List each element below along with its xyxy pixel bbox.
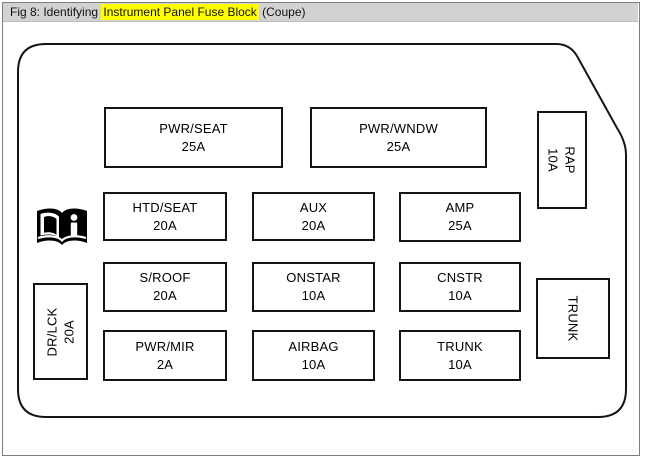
fuse-label: PWR/WNDW [359, 120, 438, 136]
fuse-aux: AUX 20A [252, 192, 375, 241]
fuse-amp: 20A [61, 319, 77, 344]
figure-title-suffix: (Coupe) [258, 5, 306, 19]
fuse-amp: 2A [156, 356, 174, 372]
fuse-onstar: ONSTAR 10A [252, 262, 375, 312]
fuse-amp: 10A [301, 356, 326, 372]
fuse-label: S/ROOF [139, 270, 191, 285]
fuse-amp-box: AMP 25A [399, 192, 521, 242]
fuse-s-roof: S/ROOF 20A [103, 262, 227, 312]
fuse-label: AIRBAG [288, 338, 339, 354]
fuse-dr-lck-vertical: DR/LCK 20A [33, 283, 88, 380]
fuse-label: PWR/MIR [135, 338, 195, 354]
fuse-amp: 10A [448, 288, 472, 303]
fuse-rap-vertical: RAP 10A [537, 111, 587, 209]
figure-title-highlight: Instrument Panel Fuse Block [101, 4, 259, 20]
fuse-label: PWR/SEAT [159, 120, 228, 136]
fuse-pwr-mir: PWR/MIR 2A [103, 330, 227, 381]
fuse-label: AMP [445, 200, 475, 215]
fuse-label: HTD/SEAT [132, 199, 198, 215]
fuse-amp: 20A [153, 217, 177, 233]
fuse-trunk: TRUNK 10A [399, 330, 521, 381]
owners-manual-book-icon [37, 208, 87, 245]
fuse-amp: 20A [301, 217, 326, 233]
fuse-amp: 25A [448, 218, 472, 233]
fuse-airbag: AIRBAG 10A [252, 330, 375, 381]
fuse-label: CNSTR [437, 270, 483, 285]
fuse-pwr-wndw: PWR/WNDW 25A [310, 107, 487, 168]
fuse-label: TRUNK [437, 338, 483, 354]
fuse-amp: 25A [181, 138, 206, 154]
fuse-amp: 25A [386, 138, 411, 154]
fuse-amp: 10A [448, 356, 472, 372]
figure-title-bar: Fig 8: Identifying Instrument Panel Fuse… [3, 3, 638, 22]
fuse-amp: 10A [301, 288, 326, 303]
fuse-label: RAP [563, 146, 578, 174]
fuse-trunk-vertical: TRUNK [536, 278, 610, 359]
fuse-amp: 10A [546, 148, 561, 172]
fuse-label: DR/LCK [44, 307, 60, 356]
fuse-htd-seat: HTD/SEAT 20A [103, 192, 227, 241]
fuse-label: ONSTAR [286, 270, 341, 285]
figure-title-prefix: Fig 8: Identifying [10, 5, 102, 19]
fuse-cnstr: CNSTR 10A [399, 262, 521, 312]
fuse-label: TRUNK [565, 295, 581, 342]
fuse-pwr-seat: PWR/SEAT 25A [104, 107, 283, 168]
fuse-label: AUX [299, 199, 328, 215]
fuse-amp: 20A [153, 288, 177, 303]
